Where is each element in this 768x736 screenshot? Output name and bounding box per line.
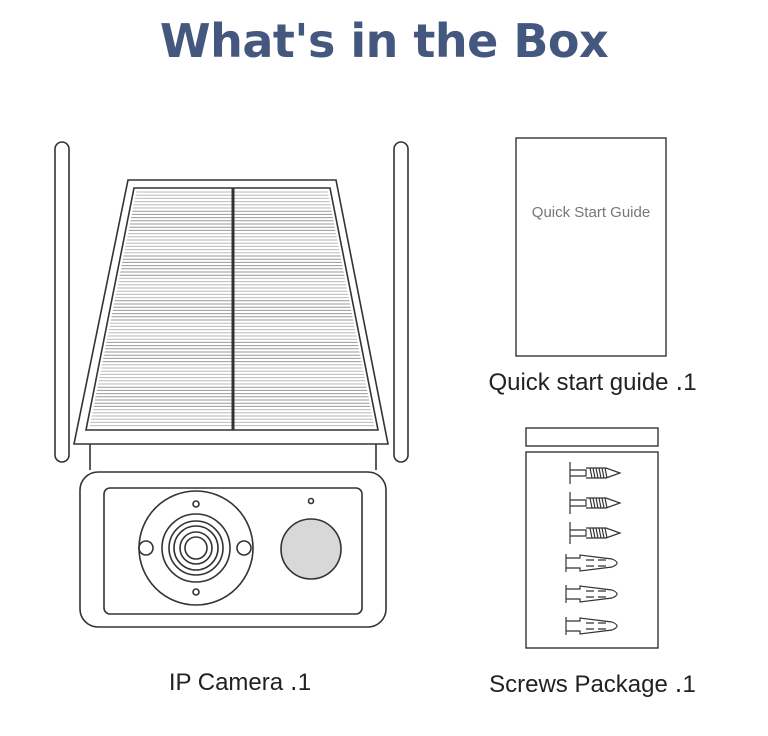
screws-caption: Screws Package ․1 — [489, 671, 696, 698]
screw-1 — [569, 462, 622, 484]
package-bag — [525, 451, 659, 649]
wall-anchor-3 — [565, 617, 618, 635]
guide-caption: Quick start guide ․1 — [488, 369, 697, 396]
solar-panel-frame — [73, 179, 389, 445]
wall-anchor-2 — [565, 585, 618, 603]
screw-2 — [569, 492, 622, 514]
guide-booklet — [515, 137, 667, 357]
screw-3 — [569, 522, 622, 544]
right-antenna — [393, 141, 409, 463]
wall-anchor-1 — [565, 554, 618, 572]
page-title: What's in the Box — [159, 14, 609, 68]
ir-led-right — [236, 540, 252, 556]
camera-caption: IP Camera ․1 — [168, 669, 312, 696]
package-seal — [525, 427, 659, 447]
ir-led-left — [138, 540, 154, 556]
left-antenna — [54, 141, 70, 463]
pir-sensor — [280, 518, 342, 580]
guide-booklet-label: Quick Start Guide — [531, 204, 651, 221]
camera-body — [79, 471, 387, 628]
